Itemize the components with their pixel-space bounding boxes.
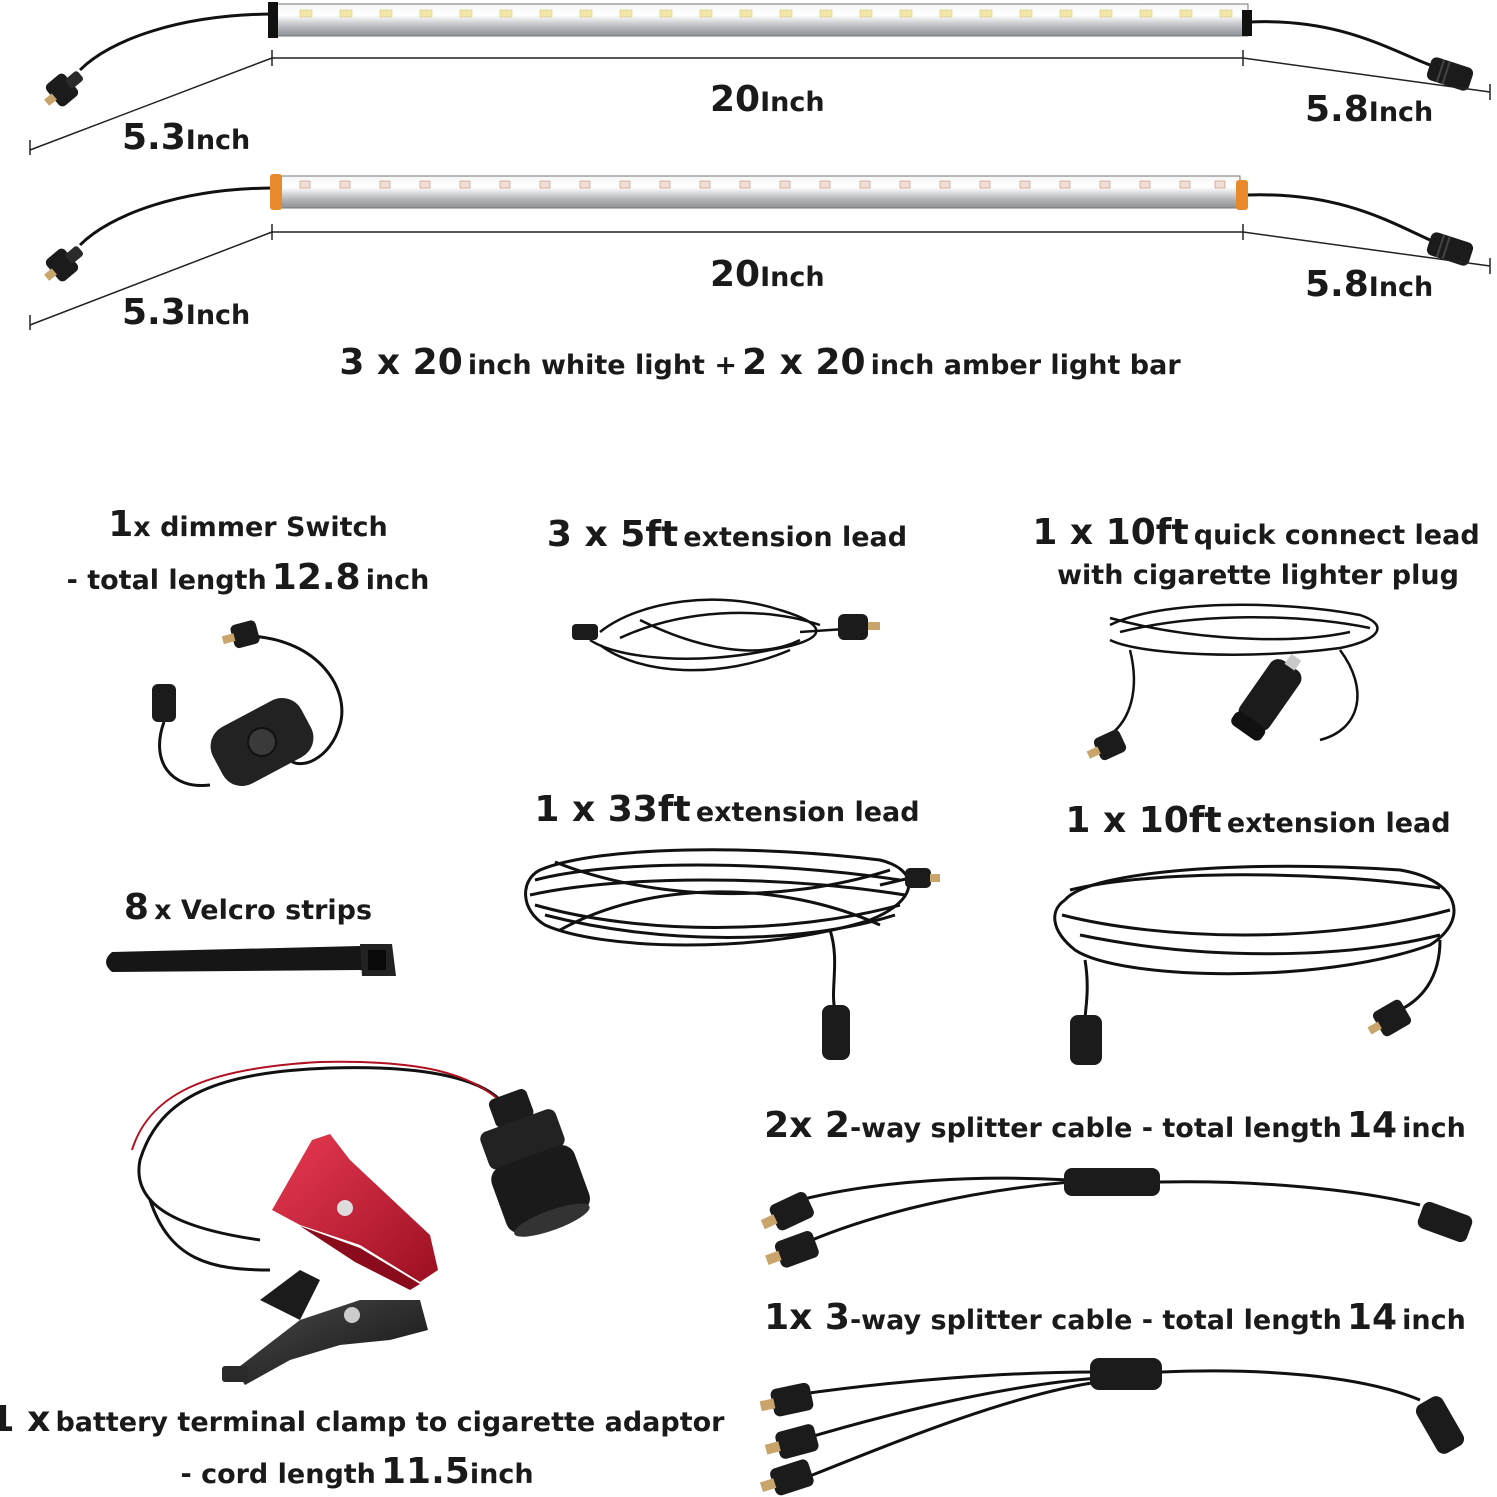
clamp-title: 1 x battery terminal clamp to cigarette …: [0, 1399, 725, 1440]
amber-light-bar: [29, 174, 1491, 330]
male-plug-icon: [759, 1459, 814, 1496]
female-plug-icon: [1426, 232, 1474, 266]
two-way-splitter-illustration: [760, 1168, 1473, 1268]
dimmer-title: 1x dimmer Switch: [108, 504, 388, 545]
female-plug-icon: [152, 684, 176, 722]
male-plug-icon: [765, 1231, 819, 1268]
velcro-strip-illustration: [106, 944, 396, 976]
dimension-lines: [29, 224, 1491, 330]
dimension-lines: [29, 50, 1491, 155]
red-clamp-icon: [272, 1134, 438, 1290]
battery-clamp-adaptor-illustration: [131, 1060, 590, 1385]
ext5-title: 3 x 5ft extension lead: [546, 514, 908, 555]
male-plug-icon: [44, 71, 84, 107]
extension-lead-33ft-illustration: [524, 848, 940, 1060]
female-plug-icon: [1417, 1201, 1473, 1243]
quick-connect-lead-illustration: [1086, 603, 1379, 761]
female-plug-icon: [1415, 1396, 1465, 1454]
extension-lead-5ft-illustration: [572, 598, 880, 672]
split3-title: 1x 3-way splitter cable - total length 1…: [764, 1297, 1466, 1338]
ext10-title: 1 x 10ft extension lead: [1065, 800, 1451, 841]
male-plug-icon: [759, 1382, 814, 1417]
velcro-title: 8 x Velcro strips: [123, 887, 373, 928]
white-bar-length: 20Inch: [710, 79, 825, 120]
led-chips: [299, 180, 1226, 189]
dimmer-knob-icon: [210, 698, 314, 786]
three-way-splitter-illustration: [759, 1358, 1465, 1496]
quick10-title: 1 x 10ft quick connect lead: [1032, 512, 1480, 553]
white-light-bar: [29, 2, 1491, 155]
male-plug-icon: [760, 1191, 814, 1231]
dimmer-switch-illustration: [152, 620, 344, 788]
amber-bar-right-length: 5.8Inch: [1305, 264, 1434, 305]
amber-bar-left-length: 5.3Inch: [122, 292, 251, 333]
ext33-title: 1 x 33ft extension lead: [534, 789, 920, 830]
light-bar-summary: 3 x 20 inch white light + 2 x 20 inch am…: [339, 342, 1181, 383]
white-bar-right-length: 5.8Inch: [1305, 89, 1434, 130]
amber-bar-length: 20Inch: [710, 254, 825, 295]
male-plug-icon: [44, 246, 84, 282]
clamp-length: - cord length 11.5inch: [180, 1451, 534, 1492]
cigarette-lighter-plug-icon: [1231, 653, 1302, 741]
led-chips: [299, 9, 1233, 18]
female-plug-icon: [1070, 1015, 1102, 1065]
male-plug-icon: [221, 620, 260, 649]
male-plug-icon: [764, 1424, 819, 1459]
male-plug-icon: [1367, 999, 1412, 1037]
split2-title: 2x 2-way splitter cable - total length 1…: [764, 1105, 1466, 1146]
dimmer-length: - total length 12.8 inch: [66, 557, 430, 598]
extension-lead-10ft-illustration: [1053, 864, 1456, 1065]
female-plug-icon: [822, 1005, 850, 1060]
cigarette-socket-icon: [480, 1089, 590, 1237]
quick10-subtitle: with cigarette lighter plug: [1057, 560, 1459, 591]
female-plug-icon: [1426, 57, 1474, 91]
male-plug-icon: [1086, 729, 1127, 761]
white-bar-left-length: 5.3Inch: [122, 117, 251, 158]
black-clamp-icon: [222, 1270, 428, 1385]
